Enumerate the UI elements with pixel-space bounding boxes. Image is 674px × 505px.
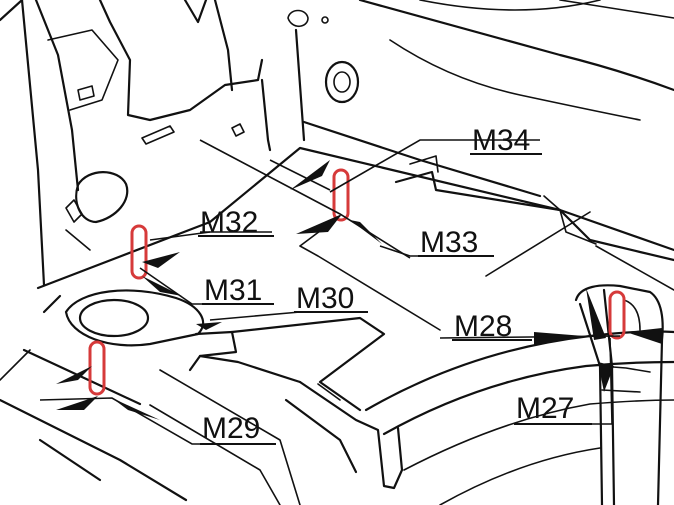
marker-m27-m28: [608, 290, 626, 340]
marker-m33-m34: [332, 168, 350, 222]
marker-m31-m32: [130, 224, 148, 280]
label-m33: M33: [420, 226, 478, 259]
label-m34: M34: [472, 124, 530, 157]
label-m27: M27: [516, 392, 574, 425]
label-m29: M29: [202, 412, 260, 445]
labels: M34 M32 M33 M31 M30 M28 M27 M29: [198, 124, 592, 445]
measurement-markers: [88, 168, 626, 396]
arrowheads: [56, 160, 662, 420]
label-m28: M28: [454, 310, 512, 343]
label-m31: M31: [204, 274, 262, 307]
label-m32: M32: [200, 206, 258, 239]
label-m30: M30: [296, 282, 354, 315]
